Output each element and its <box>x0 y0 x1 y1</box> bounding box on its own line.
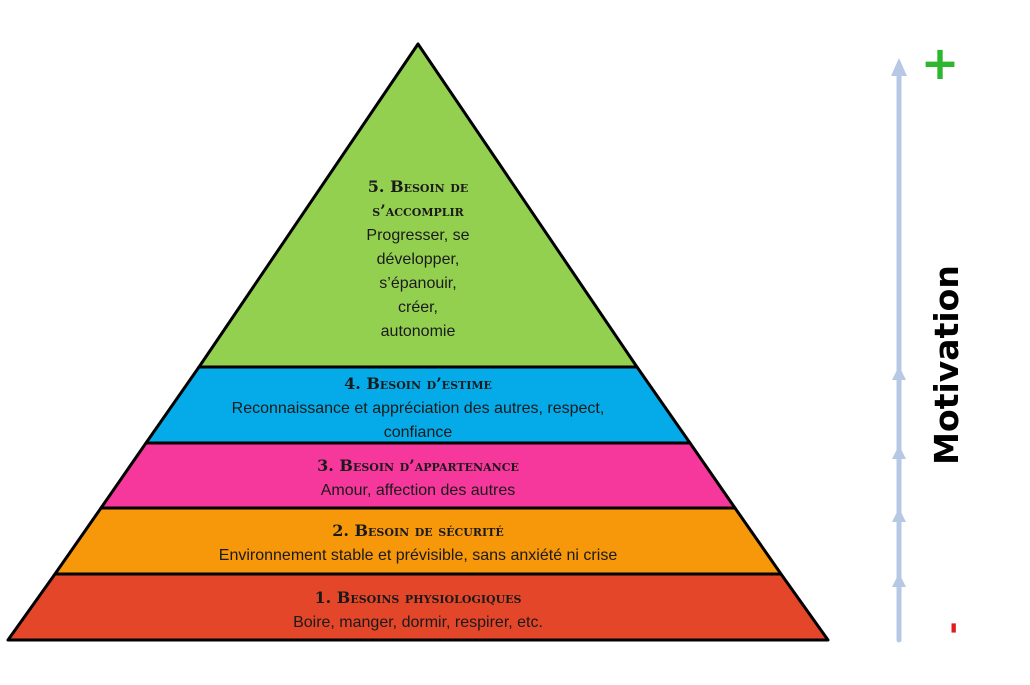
level-2-title: 2. Besoin de sécurité <box>332 521 504 540</box>
minus-sign: - <box>937 622 972 634</box>
level-1-description: Boire, manger, dormir, respirer, etc. <box>293 614 543 631</box>
level-5-self-actualization: 5. Besoin de s’accomplir Progresser, se … <box>197 42 639 369</box>
motivation-arrow-head-icon <box>892 366 906 380</box>
plus-sign: + <box>921 36 960 90</box>
level-5-band <box>197 42 639 369</box>
level-5-description-line-4: créer, <box>398 299 438 316</box>
level-5-description-line-2: développer, <box>377 251 460 268</box>
level-3-title: 3. Besoin d’appartenance <box>317 456 519 475</box>
level-2-description: Environnement stable et prévisible, sans… <box>219 547 618 564</box>
level-4-description-line-1: Reconnaissance et appréciation des autre… <box>232 400 605 417</box>
level-2-safety: 2. Besoin de sécurité Environnement stab… <box>53 506 783 576</box>
motivation-arrow-head-icon <box>891 58 907 76</box>
motivation-arrow-head-icon <box>892 508 906 522</box>
level-4-description-line-2: confiance <box>384 424 453 441</box>
level-1-physiological: 1. Besoins physiologiques Boire, manger,… <box>6 572 830 642</box>
level-2-band <box>53 506 783 576</box>
motivation-arrow-head-icon <box>892 573 906 587</box>
level-3-description: Amour, affection des autres <box>321 482 515 499</box>
level-5-description-line-3: s’épanouir, <box>379 275 456 292</box>
level-4-title: 4. Besoin d’estime <box>344 374 492 393</box>
level-3-belonging: 3. Besoin d’appartenance Amour, affectio… <box>99 441 737 510</box>
level-5-title-line-1: 5. Besoin de <box>368 177 468 196</box>
level-5-title-line-2: s’accomplir <box>372 201 464 220</box>
level-1-title: 1. Besoins physiologiques <box>315 588 522 607</box>
level-5-description-line-1: Progresser, se <box>366 227 469 244</box>
motivation-axis: + - Motivation <box>891 36 972 643</box>
motivation-arrow-head-icon <box>892 445 906 459</box>
level-5-description-line-5: autonomie <box>381 323 456 340</box>
motivation-label: Motivation <box>927 265 966 465</box>
level-4-esteem: 4. Besoin d’estime Reconnaissance et app… <box>144 365 692 445</box>
